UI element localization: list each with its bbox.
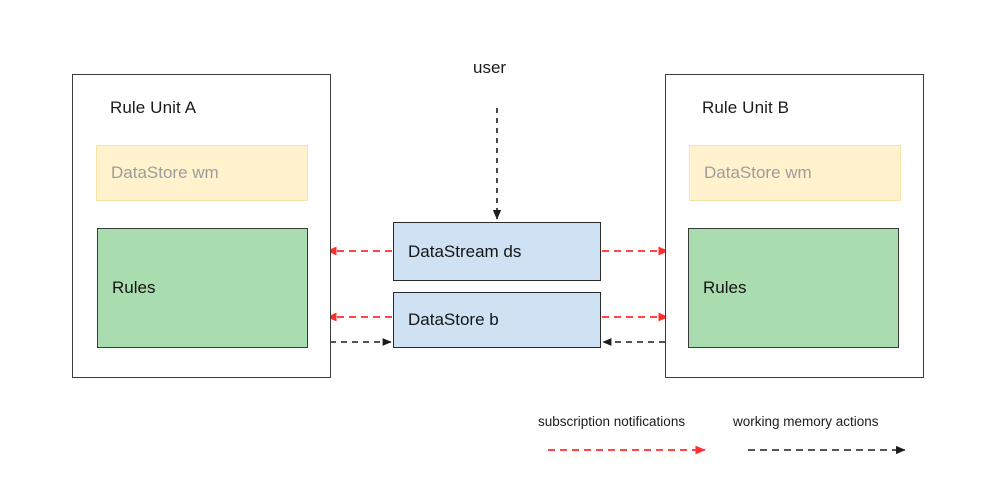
datastore-b-box[interactable]: DataStore b [393, 292, 601, 348]
datastore-wm-b-label: DataStore wm [704, 163, 812, 182]
datastream-ds-label: DataStream ds [408, 241, 522, 261]
datastore-b-label: DataStore b [408, 310, 499, 329]
user-label: user [473, 58, 507, 77]
datastore-wm-a-box[interactable]: DataStore wm [96, 145, 308, 201]
rule-unit-a-title: Rule Unit A [110, 98, 197, 117]
datastore-wm-a-label: DataStore wm [111, 163, 219, 182]
rule-unit-b-title: Rule Unit B [702, 98, 790, 117]
legend-working-memory-actions-label: working memory actions [733, 414, 879, 429]
rules-a-label: Rules [112, 278, 156, 297]
legend-subscription-notifications-label: subscription notifications [538, 414, 686, 429]
datastream-ds-box[interactable]: DataStream ds [393, 222, 601, 281]
rules-b-box[interactable]: Rules [688, 228, 899, 348]
datastore-wm-b-box[interactable]: DataStore wm [689, 145, 901, 201]
rules-a-box[interactable]: Rules [97, 228, 308, 348]
rules-b-label: Rules [703, 278, 747, 297]
